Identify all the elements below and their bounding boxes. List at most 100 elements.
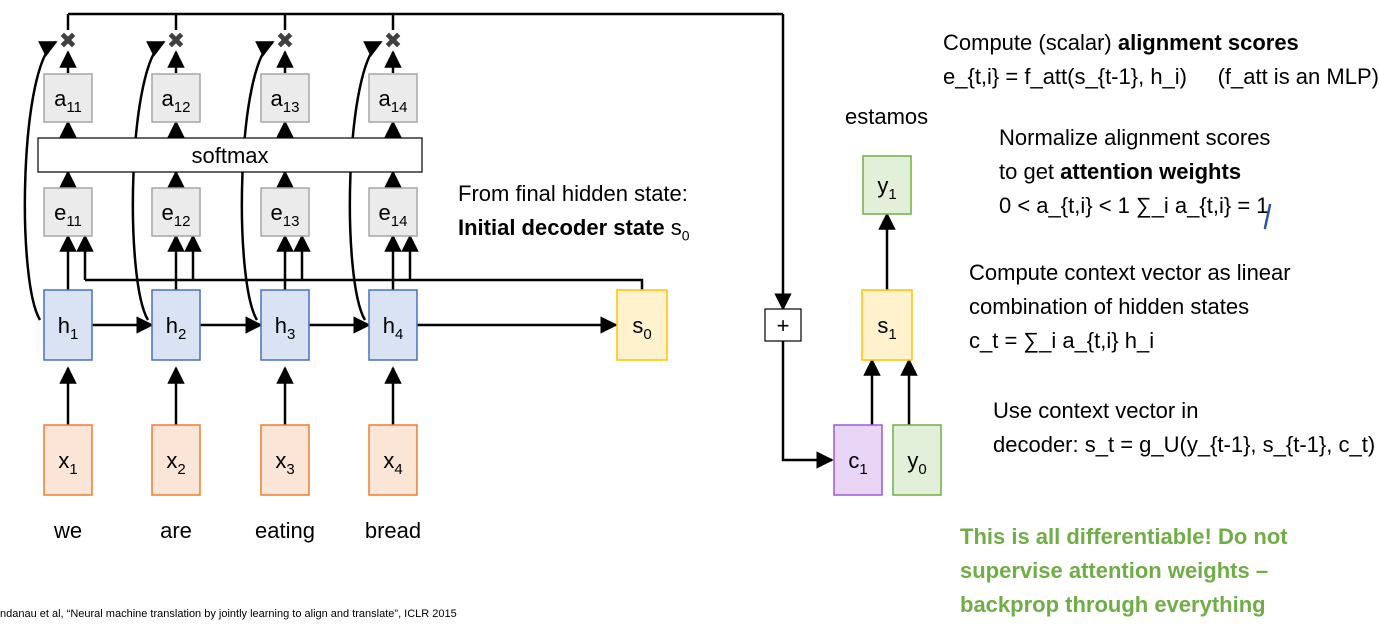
alignment-title: Compute (scalar) alignment scores: [943, 26, 1379, 60]
score-box-e11-label: e11: [54, 200, 82, 230]
diagram-nodes: ✖ ✖ ✖ ✖ a11 e11 h1 x1 we a12 e12 h2 x2 are a13 e13 h3 x3 e…: [37, 29, 1272, 543]
input-box-x2-rect: [151, 424, 201, 496]
attention-box-a12-rect: [151, 73, 201, 123]
alignment-title-bold: alignment scores: [1117, 30, 1299, 55]
score-box-e13: e13: [260, 187, 310, 237]
decoder-state-s0-label: s0: [632, 313, 651, 343]
multiply-node-4: ✖: [384, 29, 402, 54]
diagram-edges: [23, 12, 918, 469]
context-box-c1-rect: [833, 424, 883, 496]
final-hidden-line2: Initial decoder state s0: [458, 211, 690, 252]
input-box-x1-label: x1: [58, 448, 77, 478]
context-box-c1: c1: [833, 424, 883, 496]
input-word-2: are: [160, 518, 192, 543]
hidden-box-h3: h3: [260, 289, 310, 361]
decoder-state-s0-rect: [616, 289, 668, 361]
curve-h-to-mult-3: [240, 40, 275, 321]
input-word-4: bread: [365, 518, 421, 543]
hidden-box-h4-label: h4: [383, 313, 404, 343]
attention-box-a12: a12: [151, 73, 201, 123]
curve-h-to-mult-2: [131, 40, 166, 321]
hidden-box-h2: h2: [151, 289, 201, 361]
input-box-x4-label: x4: [383, 448, 402, 478]
hidden-box-h1-label: h1: [58, 313, 79, 343]
input-word-1: we: [53, 518, 82, 543]
input-box-x4-rect: [368, 424, 418, 496]
multiply-node-3: ✖: [276, 29, 294, 54]
normalize-prefix: to get: [999, 159, 1055, 184]
input-box-x1-rect: [43, 424, 93, 496]
s0-feedback-line: [85, 278, 644, 290]
normalize-note: Normalize alignment scores to get attent…: [999, 121, 1270, 223]
output-box-y1-label: y1: [877, 173, 896, 203]
use-context-line2: decoder: s_t = g_U(y_{t-1}, s_{t-1}, c_t…: [993, 432, 1376, 457]
softmax-box: softmax: [37, 137, 423, 173]
score-box-e13-label: e13: [271, 200, 300, 230]
score-box-e14: e14: [368, 187, 418, 237]
input-box-x2: x2: [151, 424, 201, 496]
use-context-line1: Use context vector in: [993, 398, 1199, 423]
output-box-y1: y1: [862, 155, 912, 215]
decoder-state-s1: s1: [861, 289, 913, 361]
use-context-note: Use context vector in decoder: s_t = g_U…: [993, 394, 1375, 462]
citation: ndanau et al, “Neural machine translatio…: [0, 608, 457, 620]
multiply-node-2: ✖: [167, 29, 185, 54]
normalize-line1: Normalize alignment scores: [999, 125, 1271, 150]
decoder-state-s1-label: s1: [877, 313, 896, 343]
hidden-box-h4-rect: [368, 289, 418, 361]
final-hidden-line1: From final hidden state:: [458, 181, 688, 206]
score-box-e12-rect: [151, 187, 201, 237]
handwritten-one-icon: [1263, 203, 1272, 230]
context-note: Compute context vector as linear combina…: [969, 256, 1291, 358]
context-box-c1-label: c1: [848, 448, 867, 478]
input-box-x3-rect: [260, 424, 310, 496]
score-box-e11-rect: [43, 187, 93, 237]
attention-weights-bold: attention weights: [1060, 159, 1242, 184]
hidden-box-h1-rect: [43, 289, 93, 361]
score-box-e14-rect: [368, 187, 418, 237]
handwritten-one-stroke: [1263, 203, 1272, 230]
softmax-rect: [37, 137, 423, 173]
hidden-box-h2-label: h2: [166, 313, 187, 343]
score-box-e11: e11: [43, 187, 93, 237]
s0-subscript: 0: [681, 227, 690, 244]
attention-box-a12-label: a12: [162, 86, 191, 116]
plus-to-c1: [781, 341, 834, 469]
differentiable-note: This is all differentiable! Do not super…: [960, 520, 1288, 622]
s0-symbol: s: [670, 215, 682, 240]
curve-h-to-mult-1: [23, 40, 58, 321]
input-box-y0-rect: [892, 424, 942, 496]
plus-box: +: [764, 308, 802, 342]
plus-label: +: [777, 313, 790, 338]
normalize-line3: 0 < a_{t,i} < 1 ∑_i a_{t,i} = 1: [999, 193, 1269, 218]
context-line1: Compute context vector as linear: [969, 260, 1291, 285]
softmax-label: softmax: [191, 143, 268, 168]
normalize-line2: to get attention weights: [999, 155, 1270, 189]
alignment-title-prefix: Compute (scalar): [943, 30, 1112, 55]
hidden-box-h2-rect: [151, 289, 201, 361]
hidden-box-h3-label: h3: [275, 313, 296, 343]
output-box-y1-rect: [862, 155, 912, 215]
attention-box-a13: a13: [260, 73, 310, 123]
hidden-box-h4: h4: [368, 289, 418, 361]
input-word-3: eating: [255, 518, 315, 543]
differentiable-line3: backprop through everything: [960, 592, 1266, 617]
attention-box-a13-rect: [260, 73, 310, 123]
input-box-x3-label: x3: [275, 448, 294, 478]
context-line3: c_t = ∑_i a_{t,i} h_i: [969, 328, 1155, 353]
attention-box-a14-label: a14: [379, 86, 408, 116]
initial-decoder-state-label: Initial decoder state: [458, 215, 665, 240]
score-box-e12: e12: [151, 187, 201, 237]
score-box-e12-label: e12: [162, 200, 191, 230]
hidden-box-h3-rect: [260, 289, 310, 361]
attention-box-a11-label: a11: [54, 86, 82, 116]
input-box-x1: x1: [43, 424, 93, 496]
input-box-y0-label: y0: [907, 448, 926, 478]
score-box-e14-label: e14: [379, 200, 408, 230]
decoder-state-s1-rect: [861, 289, 913, 361]
score-box-e13-rect: [260, 187, 310, 237]
alignment-formula: e_{t,i} = f_att(s_{t-1}, h_i): [943, 64, 1187, 89]
alignment-note: Compute (scalar) alignment scores e_{t,i…: [943, 26, 1379, 94]
multiply-node-1: ✖: [59, 29, 77, 54]
